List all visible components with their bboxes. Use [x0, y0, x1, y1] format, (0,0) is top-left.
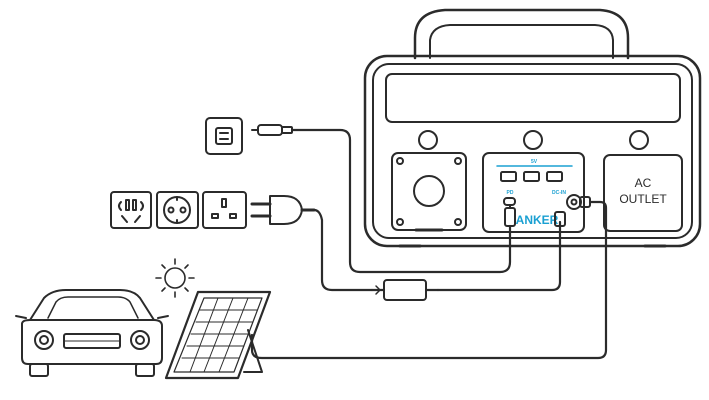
car-outlet-panel [391, 152, 467, 231]
usb-c-port [503, 197, 516, 206]
solar-cable-plug [579, 196, 591, 208]
power-station [363, 8, 702, 248]
usb-a-port-3 [546, 171, 563, 182]
outlet-uk-icon [202, 191, 247, 229]
ac-adapter-brick [383, 279, 427, 301]
usb-a-label: 5V [531, 159, 538, 165]
screw-icon [454, 157, 462, 165]
dc-in-label: DC-IN [552, 190, 566, 196]
car-outlet-socket [413, 175, 445, 207]
solar-panel-stand [243, 329, 263, 373]
ac-plug-body [269, 195, 303, 225]
usb-a-port-1 [500, 171, 517, 182]
car-headlight-right [130, 330, 150, 350]
light-panel [385, 73, 681, 123]
sun-icon [155, 258, 195, 298]
carry-handle-inner [429, 24, 614, 59]
dc-in-port [566, 194, 582, 210]
power-button-left [418, 130, 438, 150]
ac-cable [312, 208, 374, 292]
ac-outlet-label-line2: OUTLET [619, 192, 667, 206]
usb-c-cable-plug [504, 207, 516, 227]
station-body-inner [372, 63, 693, 239]
usb-c-cable [290, 128, 512, 274]
solar-panel [164, 290, 272, 380]
dc-cable [436, 220, 562, 292]
power-button-right [629, 130, 649, 150]
brand-logo: ANKER [516, 213, 559, 227]
screw-icon [454, 218, 462, 226]
station-body-outer [363, 54, 702, 248]
usb-c-plug-icon [257, 124, 283, 136]
outlet-cn-icon [110, 191, 152, 229]
carry-handle [413, 8, 630, 60]
usb-a-port-2 [523, 171, 540, 182]
car-wheel-left [29, 363, 49, 377]
car-headlight-left [34, 330, 54, 350]
wall-outlets [110, 191, 316, 229]
screw-icon [396, 157, 404, 165]
usb-c-label: PD [507, 190, 514, 196]
ac-outlet-panel [603, 154, 683, 232]
solar-panel-frame [164, 290, 272, 380]
ac-outlet-label-line1: AC [635, 176, 652, 190]
usb-c-wall-adapter-icon [205, 117, 243, 155]
usb-c-charger [205, 117, 293, 155]
power-button-center [523, 130, 543, 150]
dc-in-port-pin [570, 198, 578, 206]
usb-port-panel [482, 152, 585, 233]
solar-cable [250, 200, 608, 360]
outlet-eu-icon [156, 191, 199, 229]
screw-icon [396, 218, 404, 226]
car-wheel-right [135, 363, 155, 377]
car-icon [15, 289, 169, 377]
dc-cable-plug [554, 211, 566, 227]
